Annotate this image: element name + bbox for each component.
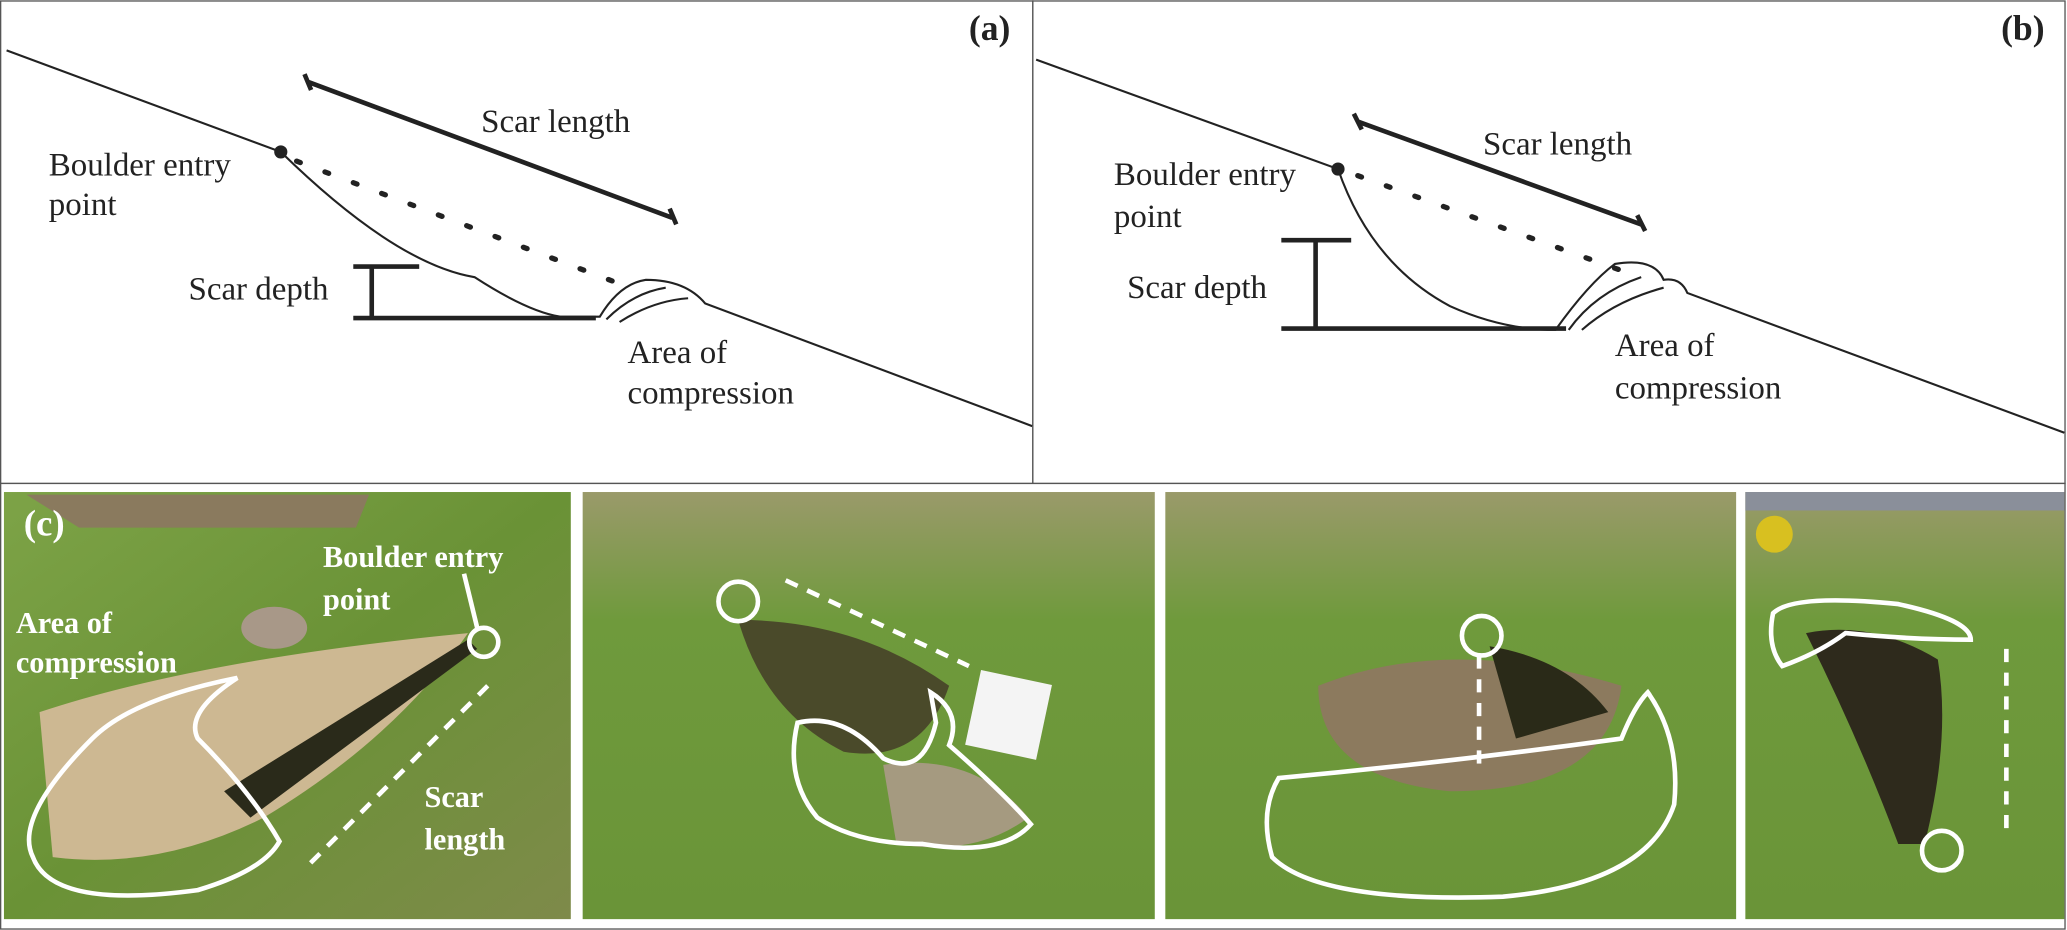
scar-length-dashed <box>784 578 970 669</box>
scar-depth-label: Scar depth <box>1127 270 1267 306</box>
entry-circle <box>466 625 501 660</box>
compression-ridges <box>1567 276 1664 331</box>
entry-label-2: point <box>323 582 390 616</box>
compression-label: Area of <box>16 606 113 640</box>
scar-label: Scar <box>424 780 483 814</box>
photo-3 <box>1165 492 1737 920</box>
panel-b: (b) Scar length Boulder entry point Scar… <box>1032 0 2066 485</box>
scar-length-bar <box>1351 112 1648 233</box>
entry-label: Boulder entry <box>49 148 232 184</box>
compression-outline <box>1264 688 1678 900</box>
compression-ridges <box>605 286 689 323</box>
entry-point-marker <box>274 145 288 159</box>
scar-depth-label: Scar depth <box>189 272 329 308</box>
clipboard <box>965 669 1052 760</box>
panel-label: (b) <box>2001 8 2044 48</box>
compression-label-2: compression <box>1615 370 1782 406</box>
compression-outline <box>1768 598 1974 669</box>
entry-circle <box>716 579 761 624</box>
panel-label: (c) <box>24 503 65 545</box>
slope-line <box>1035 58 2065 434</box>
scar-depth-bar <box>353 264 596 321</box>
entry-circle <box>1459 613 1504 658</box>
scar-label-2: length <box>424 822 505 856</box>
slope-line <box>6 49 1033 428</box>
compression-outline <box>791 687 1034 851</box>
scar-length-label: Scar length <box>1483 127 1633 163</box>
entry-label-2: point <box>49 187 117 223</box>
compression-label: Area of <box>627 335 727 371</box>
scar-length-label: Scar length <box>481 104 631 140</box>
scar-depth-bar <box>1281 237 1567 331</box>
compression-outline <box>26 675 283 898</box>
photo-2 <box>582 492 1155 920</box>
entry-label: Boulder entry <box>323 540 503 574</box>
scar-length-bar <box>302 73 679 226</box>
panel-label: (a) <box>969 8 1011 48</box>
photo-4 <box>1745 492 2065 920</box>
entry-point-marker <box>1331 162 1345 176</box>
panel-c: (c) Boulder entry point Area of compress… <box>0 482 2066 930</box>
entry-circle <box>1919 828 1964 873</box>
entry-label: Boulder entry <box>1114 157 1297 193</box>
compression-label-2: compression <box>16 646 177 680</box>
scar-length-dashed <box>301 684 490 872</box>
entry-label-2: point <box>1114 199 1182 235</box>
photo-1: (c) Boulder entry point Area of compress… <box>3 492 571 920</box>
panel-a: (a) Scar length Boulder entry point Scar… <box>0 0 1034 485</box>
compression-label: Area of <box>1615 328 1715 364</box>
compression-label-2: compression <box>627 376 794 412</box>
